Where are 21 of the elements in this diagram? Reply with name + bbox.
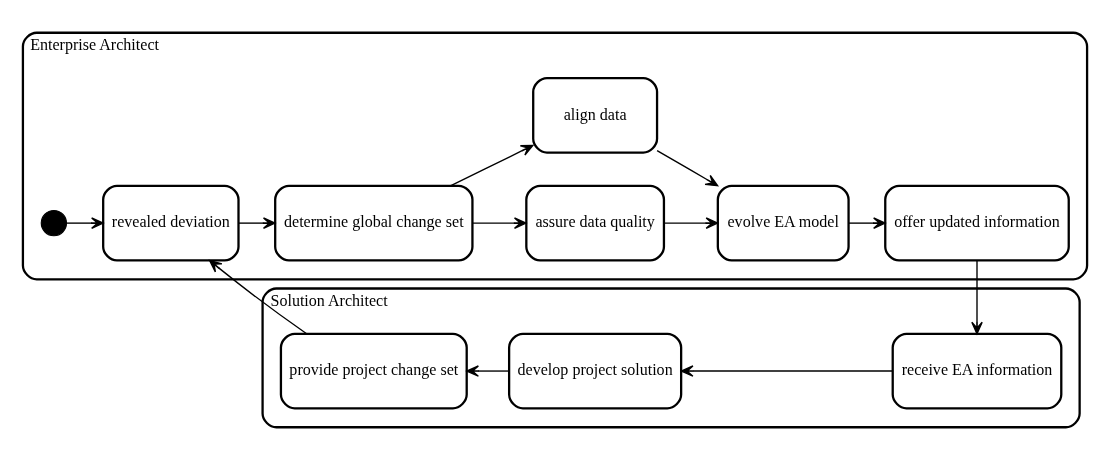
node-box: develop project solution <box>508 332 683 410</box>
arrow <box>466 365 510 377</box>
arrow <box>656 149 719 187</box>
node-box: offer updated information <box>884 184 1070 262</box>
node-circle <box>40 209 68 237</box>
arrow <box>66 217 104 229</box>
node-box: determine global change set <box>274 184 474 262</box>
arrow <box>680 365 894 377</box>
arrow <box>450 144 534 187</box>
arrow <box>209 259 308 335</box>
node-box: assure data quality <box>525 184 666 262</box>
node-box: align data <box>532 76 659 154</box>
node-box: provide project change set <box>279 332 468 410</box>
arrow <box>663 217 719 229</box>
node-box: evolve EA model <box>716 184 850 262</box>
arrow <box>471 217 527 229</box>
node-box: revealed deviation <box>102 184 240 262</box>
arrow <box>847 217 886 229</box>
arrow <box>971 260 983 335</box>
node-box: receive EA information <box>891 332 1063 410</box>
arrow <box>238 217 276 229</box>
